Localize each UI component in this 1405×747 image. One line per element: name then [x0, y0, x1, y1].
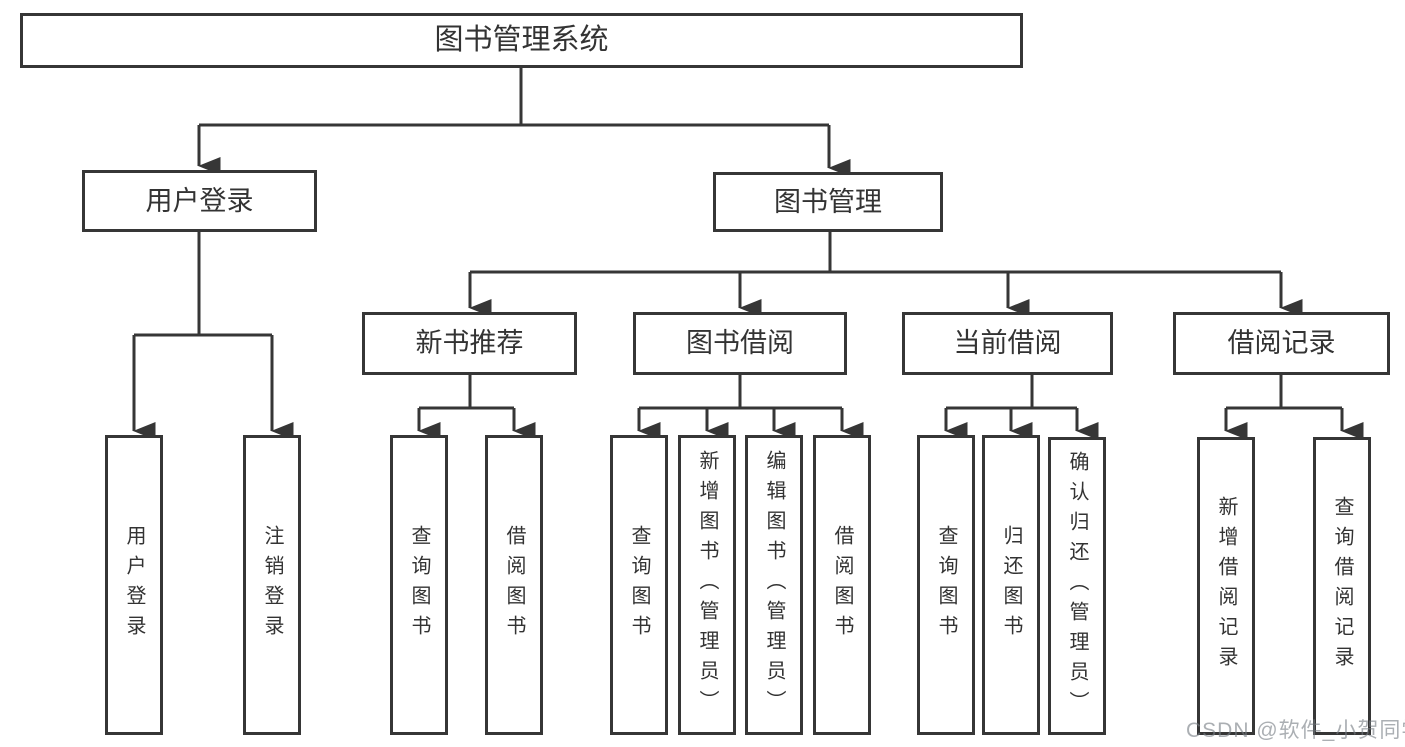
- node-group-current-borrow: 当前借阅: [902, 312, 1113, 375]
- node-group-borrow-records: 借阅记录: [1173, 312, 1390, 375]
- leaf-borrow-borrow: 借阅图书: [813, 435, 871, 735]
- node-user-login: 用户登录: [82, 170, 317, 232]
- leaf-current-return: 归还图书: [982, 435, 1040, 735]
- leaf-borrow-query: 查询图书: [610, 435, 668, 735]
- leaf-current-confirm-admin: 确认归还（管理员）: [1048, 437, 1106, 735]
- connector-new-books: [419, 375, 514, 410]
- connector-book-borrow: [639, 375, 842, 410]
- leaf-current-query: 查询图书: [917, 435, 975, 735]
- node-book-mgmt: 图书管理: [713, 172, 943, 232]
- leaf-logout: 注销登录: [243, 435, 301, 735]
- connector-user-login: [134, 231, 272, 337]
- node-root: 图书管理系统: [20, 13, 1023, 68]
- leaf-borrow-edit-admin: 编辑图书（管理员）: [745, 435, 803, 735]
- connector-root: [199, 68, 829, 127]
- connector-borrow-records: [1226, 375, 1342, 410]
- leaf-borrow-add-admin: 新增图书（管理员）: [678, 435, 736, 735]
- node-group-book-borrow: 图书借阅: [633, 312, 847, 375]
- node-group-new-books: 新书推荐: [362, 312, 577, 375]
- watermark: CSDN @软件_小贺同学: [1186, 719, 1405, 742]
- leaf-records-add: 新增借阅记录: [1197, 437, 1255, 735]
- connector-book-mgmt: [470, 232, 1281, 274]
- leaf-newbooks-borrow: 借阅图书: [485, 435, 543, 735]
- connector-current-borrow: [946, 375, 1077, 410]
- leaf-user-login: 用户登录: [105, 435, 163, 735]
- leaf-newbooks-query: 查询图书: [390, 435, 448, 735]
- leaf-records-query: 查询借阅记录: [1313, 437, 1371, 735]
